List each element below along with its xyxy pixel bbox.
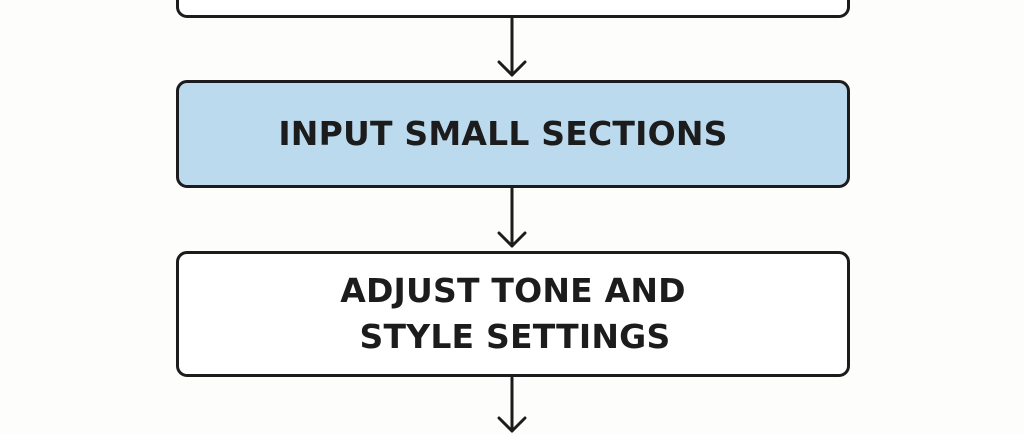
adjust-tone-style-box: ADJUST TONE AND STYLE SETTINGS xyxy=(176,251,850,377)
adjust-tone-style-line-1: ADJUST TONE AND xyxy=(340,271,686,310)
input-small-sections-label: INPUT SMALL SECTIONS xyxy=(278,114,728,153)
adjust-tone-style-line-2: STYLE SETTINGS xyxy=(359,317,671,356)
arrow-previous-to-input xyxy=(497,17,527,77)
arrow-input-to-adjust xyxy=(497,187,527,248)
previous-step-box xyxy=(176,0,850,18)
adjust-tone-style-label: ADJUST TONE AND STYLE SETTINGS xyxy=(340,268,686,360)
arrow-adjust-to-next xyxy=(497,376,527,433)
input-small-sections-box: INPUT SMALL SECTIONS xyxy=(176,80,850,188)
